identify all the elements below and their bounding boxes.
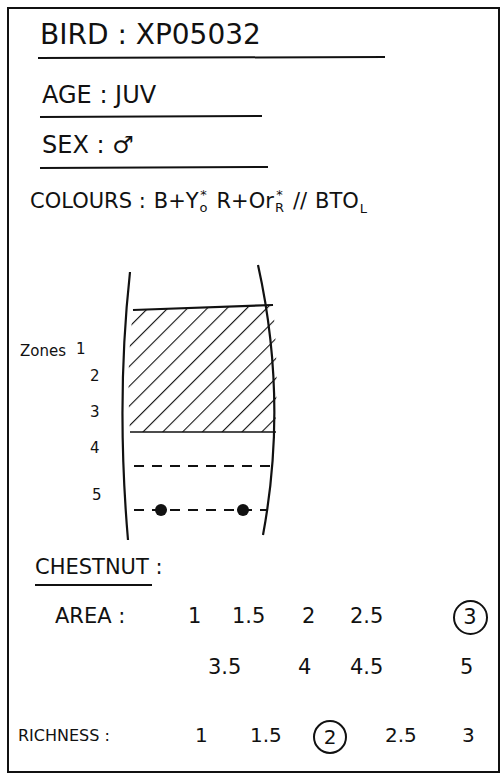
colour-code: COLOURS : <box>30 189 146 213</box>
ring-marks: *o <box>200 188 208 214</box>
card-border <box>8 8 499 772</box>
ring-marks: *R <box>275 188 284 214</box>
belly-illustration <box>120 265 290 540</box>
ring-mark: L <box>360 201 367 216</box>
scale-label: RICHNESS : <box>18 727 110 745</box>
circled-number: 3 <box>463 607 476 628</box>
scale-value: 2.5 <box>385 724 417 746</box>
scale-label: AREA : <box>55 605 125 628</box>
scale-value: 2 <box>302 605 315 628</box>
underline <box>40 167 268 168</box>
zone-number: 3 <box>90 404 100 421</box>
circled-value: 2 <box>313 720 347 754</box>
scale-value: 1 <box>188 605 201 628</box>
colour-code: B+Y <box>154 189 199 213</box>
scale-value: 4 <box>298 656 311 679</box>
scale-value: 1 <box>195 724 208 746</box>
underline <box>35 584 152 586</box>
field-text: SEX : ♂ <box>42 132 134 158</box>
ring-mark: R <box>275 201 284 214</box>
scale-value: 4.5 <box>350 656 383 679</box>
scale-value: 3.5 <box>208 656 241 679</box>
colour-code: BTO <box>315 189 359 213</box>
scale-value: 3 <box>462 724 475 746</box>
section-heading: CHESTNUT : <box>35 556 163 579</box>
underline <box>38 57 385 58</box>
scale-value: 1.5 <box>232 605 265 628</box>
circled-value: 3 <box>453 600 488 635</box>
field-text: AGE : JUV <box>42 82 156 108</box>
scale-value: 2.5 <box>350 605 383 628</box>
field-text: BIRD : XP05032 <box>40 20 261 51</box>
colour-code: R+Or <box>217 189 274 213</box>
underline <box>40 116 262 117</box>
ring-mark: * <box>276 188 283 201</box>
colour-code: // <box>293 189 307 213</box>
scale-value: 1.5 <box>250 724 282 746</box>
ring-mark: * <box>200 188 207 201</box>
zone-label: Zones <box>20 343 66 360</box>
circled-number: 2 <box>324 727 337 747</box>
zone-number: 2 <box>90 368 100 385</box>
zone-number: 1 <box>76 341 86 358</box>
scale-value: 5 <box>460 656 473 679</box>
zone-number: 4 <box>90 440 100 457</box>
zone-number: 5 <box>92 487 102 504</box>
ring-mark: o <box>200 201 208 214</box>
colour-code-row: COLOURS :B+Y*oR+Or*R//BTOL <box>30 188 367 214</box>
